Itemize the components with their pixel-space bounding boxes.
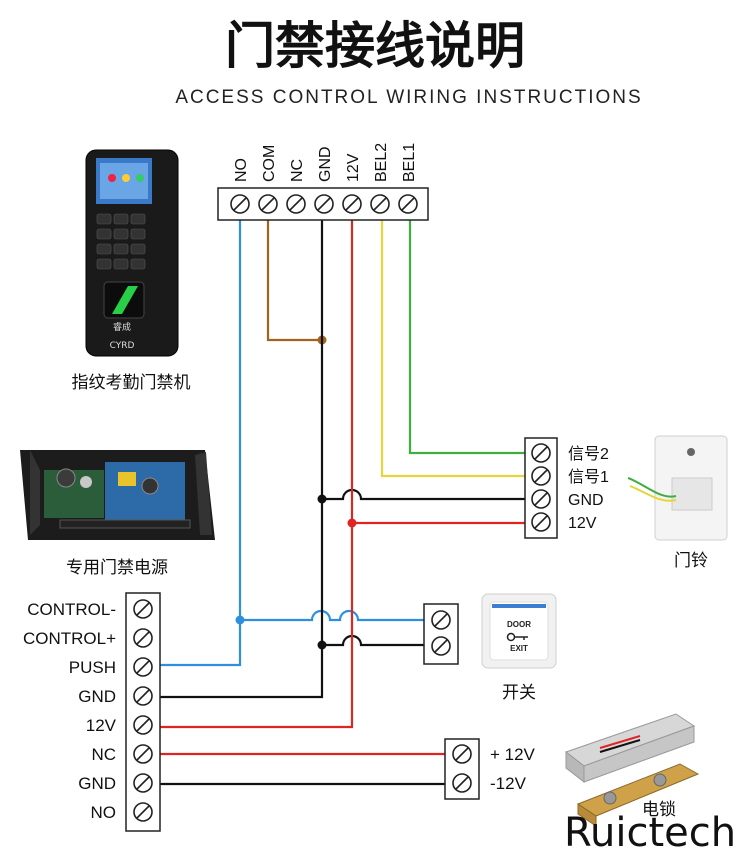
top-label-bel1: BEL1 bbox=[401, 143, 418, 182]
screw-icon bbox=[431, 636, 451, 656]
lock-label-minus12v: -12V bbox=[490, 774, 527, 793]
screw-icon bbox=[398, 194, 418, 214]
junction-red bbox=[347, 518, 357, 528]
screw-icon bbox=[531, 512, 551, 532]
doorbell-label-signal2: 信号2 bbox=[568, 445, 609, 463]
watermark-ruictech: Ruictech bbox=[564, 810, 736, 856]
doorbell-terminal-block bbox=[524, 437, 558, 539]
screw-icon bbox=[133, 715, 153, 735]
fingerprint-sensor-icon bbox=[112, 286, 138, 314]
top-label-no: NO bbox=[233, 158, 250, 182]
junction-black-1 bbox=[317, 494, 327, 504]
left-terminal-block bbox=[125, 592, 161, 832]
caption-fingerprint: 指纹考勤门禁机 bbox=[72, 373, 191, 393]
doorbell-label-gnd: GND bbox=[568, 492, 604, 509]
screw-icon bbox=[314, 194, 334, 214]
screw-icon bbox=[133, 599, 153, 619]
wire-black bbox=[160, 218, 528, 786]
caption-exit-button: 开关 bbox=[502, 683, 536, 703]
electric-lock-device bbox=[564, 713, 700, 827]
device-keypad bbox=[96, 213, 146, 270]
left-label-control-plus: CONTROL+ bbox=[23, 629, 116, 648]
doorbell-label-signal1: 信号1 bbox=[568, 468, 609, 486]
screw-icon bbox=[230, 194, 250, 214]
junction-blue bbox=[235, 615, 245, 625]
wire-brown bbox=[266, 218, 322, 342]
caption-doorbell: 门铃 bbox=[674, 551, 708, 571]
screw-icon bbox=[531, 466, 551, 486]
left-label-gnd-2: GND bbox=[78, 774, 116, 793]
top-label-nc: NC bbox=[289, 159, 306, 182]
top-label-gnd: GND bbox=[317, 146, 334, 182]
top-label-bel2: BEL2 bbox=[373, 143, 390, 182]
lock-label-plus12v: + 12V bbox=[490, 745, 536, 764]
caption-power-supply: 专用门禁电源 bbox=[66, 558, 168, 578]
screw-icon bbox=[431, 610, 451, 630]
fingerprint-terminal: 睿成 CYRD bbox=[85, 149, 179, 357]
screw-icon bbox=[133, 686, 153, 706]
doorbell-device bbox=[627, 435, 728, 541]
screw-icon bbox=[133, 773, 153, 793]
exit-button-device: DOOR EXIT bbox=[481, 593, 557, 669]
screw-icon bbox=[342, 194, 362, 214]
screw-icon bbox=[531, 489, 551, 509]
screw-icon bbox=[370, 194, 390, 214]
wire-blue bbox=[160, 218, 425, 667]
left-label-gnd: GND bbox=[78, 687, 116, 706]
doorbell-label-12v: 12V bbox=[568, 515, 597, 532]
key-icon bbox=[506, 632, 528, 642]
screw-icon bbox=[133, 628, 153, 648]
left-label-push: PUSH bbox=[69, 658, 116, 677]
screw-icon bbox=[133, 744, 153, 764]
left-label-no: NO bbox=[91, 803, 117, 822]
junction-black-2 bbox=[317, 640, 327, 650]
page-subtitle: ACCESS CONTROL WIRING INSTRUCTIONS bbox=[175, 87, 642, 108]
exit-button-text-door: DOOR bbox=[507, 620, 531, 629]
exit-button-text-exit: EXIT bbox=[510, 644, 528, 653]
top-label-12v: 12V bbox=[345, 153, 362, 182]
screw-icon bbox=[258, 194, 278, 214]
power-supply-box bbox=[20, 450, 215, 540]
wire-green bbox=[408, 218, 528, 455]
top-terminal-block bbox=[217, 187, 429, 221]
device-brand-mark: 睿成 bbox=[113, 321, 131, 333]
lock-terminal-block bbox=[444, 738, 480, 800]
switch-terminal-block bbox=[423, 603, 459, 665]
device-logo: CYRD bbox=[110, 341, 135, 351]
screw-icon bbox=[286, 194, 306, 214]
left-label-12v: 12V bbox=[86, 716, 117, 735]
screw-icon bbox=[452, 773, 472, 793]
page-title: 门禁接线说明 bbox=[225, 17, 525, 75]
screw-icon bbox=[531, 443, 551, 463]
screw-icon bbox=[452, 744, 472, 764]
left-label-nc: NC bbox=[91, 745, 116, 764]
wire-red bbox=[160, 218, 528, 756]
wire-yellow bbox=[380, 218, 528, 478]
caption-lock: 电锁 bbox=[642, 800, 676, 820]
left-label-control-minus: CONTROL- bbox=[27, 600, 116, 619]
top-label-com: COM bbox=[261, 145, 278, 182]
screw-icon bbox=[133, 657, 153, 677]
screw-icon bbox=[133, 802, 153, 822]
